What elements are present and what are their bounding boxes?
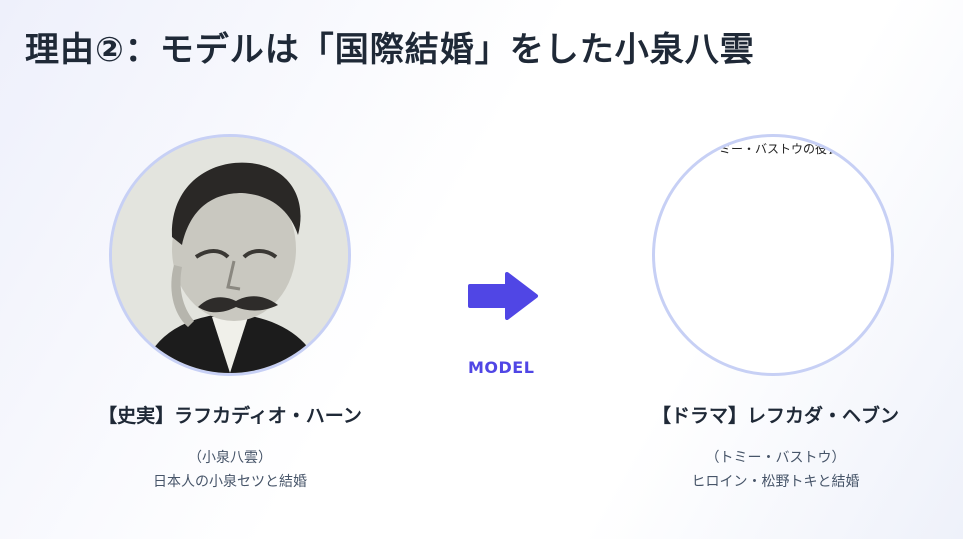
hearn-portrait-image — [109, 134, 351, 376]
hearn-alias: （小泉八雲） — [188, 450, 272, 466]
bastow-portrait-image: トミー・バストウの役衣 — [652, 134, 894, 376]
hearn-caption: 【史実】ラフカディオ・ハーン （小泉八雲） 日本人の小泉セツと結婚 — [60, 401, 400, 494]
hearn-name: 【史実】ラフカディオ・ハーン — [98, 405, 362, 427]
hearn-marriage-note: 日本人の小泉セツと結婚 — [153, 474, 307, 490]
model-label: MODEL — [468, 358, 535, 377]
slide-title: 理由②：モデルは「国際結婚」をした小泉八雲 — [25, 30, 755, 70]
heaven-actor-alias: （トミー・バストウ） — [705, 450, 846, 466]
heaven-marriage-note: ヒロイン・松野トキと結婚 — [691, 474, 860, 490]
heaven-caption: 【ドラマ】レフカダ・ヘブン （トミー・バストウ） ヒロイン・松野トキと結婚 — [603, 401, 948, 494]
heaven-name: 【ドラマ】レフカダ・ヘブン — [651, 405, 899, 427]
arrow-right-icon — [468, 272, 538, 320]
image-alt-text: トミー・バストウの役衣 — [706, 142, 839, 156]
